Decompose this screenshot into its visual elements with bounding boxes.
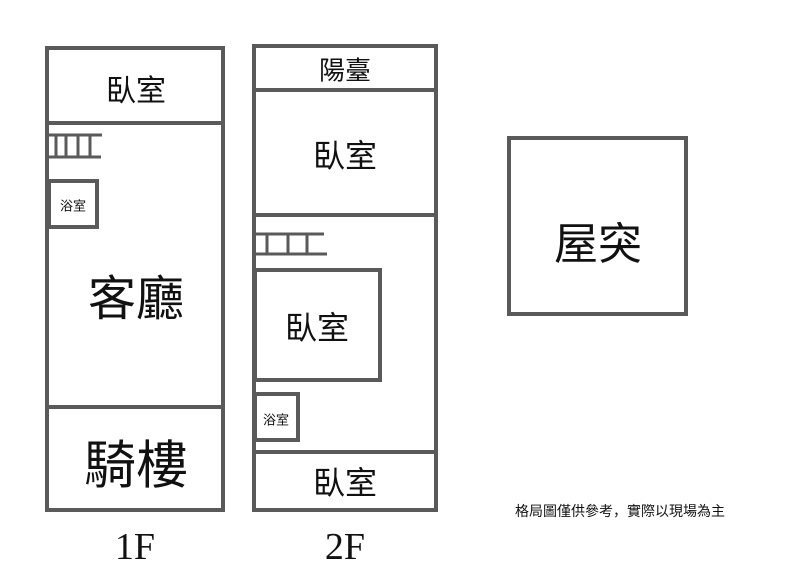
roof-outline: [507, 136, 688, 316]
floor1-bath-label: 浴室: [59, 199, 87, 215]
floor1-label: 1F: [114, 526, 156, 568]
floor1-bedroom-label: 臥室: [106, 74, 166, 109]
floor2-label: 2F: [324, 526, 366, 568]
floor1-stairs-icon: [49, 133, 102, 159]
floor2-bath-outline: [253, 392, 300, 442]
floor2-bedroom-mid-label: 臥室: [284, 309, 350, 347]
roof-label: 屋突: [554, 219, 642, 270]
floor2-bedroom-outline: [253, 268, 382, 382]
floor2-bedroom-top-label: 臥室: [312, 137, 378, 175]
floor1-arcade-label: 騎樓: [83, 436, 189, 497]
floor2-balcony-label: 陽臺: [318, 56, 372, 87]
floor1-outline: [45, 46, 225, 512]
floor2-stairs-icon: [256, 232, 327, 256]
disclaimer-note: 格局圖僅供參考，實際以現場為主: [515, 504, 725, 520]
floor2-bath-label: 浴室: [262, 413, 290, 429]
floor2-bedroom-bottom-label: 臥室: [312, 464, 378, 502]
floor1-bath-outline: [47, 179, 99, 229]
floor1-living-label: 客廳: [87, 271, 185, 327]
